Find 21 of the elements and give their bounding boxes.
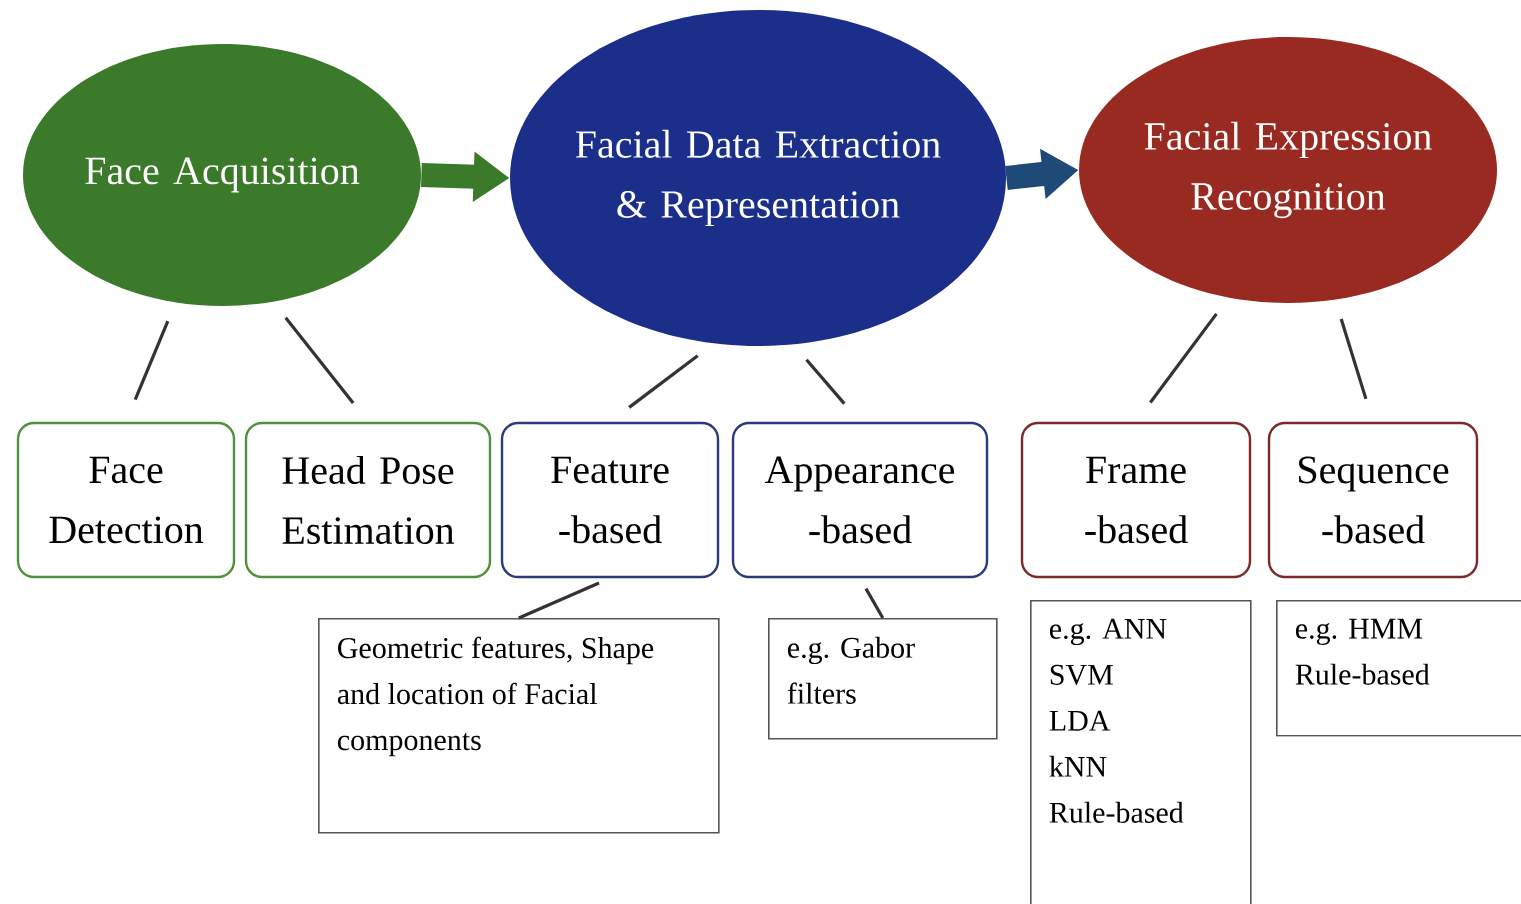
- connector-line: [133, 320, 170, 401]
- rounded-box: Face Detection: [16, 421, 236, 579]
- connector-line: [1149, 312, 1218, 404]
- text-box: e.g. ANN SVM LDA kNN Rule-based: [1030, 600, 1252, 904]
- rounded-box: Appearance -based: [731, 421, 989, 579]
- connector-line: [864, 587, 885, 619]
- rounded-box: Feature -based: [500, 421, 720, 579]
- connector-line: [284, 316, 355, 404]
- text-box: e.g. HMM Rule-based: [1276, 600, 1521, 737]
- text-box: e.g. Gabor filters: [768, 618, 998, 740]
- ellipse-node: Facial Expression Recognition: [1079, 37, 1497, 303]
- ellipse-node: Facial Data Extraction & Representation: [510, 10, 1006, 346]
- text-box: Geometric features, Shape and location of Facial components: [318, 618, 720, 834]
- connector-line: [518, 581, 600, 620]
- rounded-box: Sequence -based: [1267, 421, 1479, 579]
- rounded-box: Frame -based: [1020, 421, 1252, 579]
- connector-line: [628, 354, 699, 409]
- connector-line: [1339, 318, 1368, 400]
- ellipse-node: Face Acquisition: [23, 44, 421, 306]
- connector-line: [805, 358, 846, 405]
- rounded-box: Head Pose Estimation: [244, 421, 492, 579]
